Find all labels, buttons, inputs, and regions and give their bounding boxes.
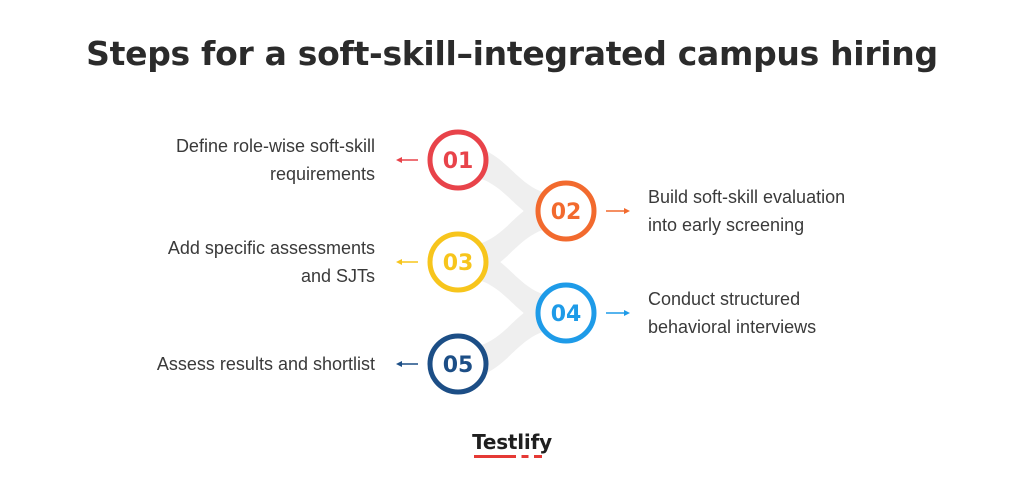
step-label-line: Conduct structured [648, 289, 801, 309]
step-circle [427, 129, 489, 191]
step-label-line: and SJTs [300, 266, 375, 286]
step-05: 05 [396, 333, 489, 395]
step-number: 02 [551, 200, 582, 225]
logo-text: Testlify [472, 430, 552, 454]
step-04: 04 [535, 282, 630, 344]
step-label-05: Assess results and shortlist [157, 350, 375, 378]
step-01: 01 [396, 129, 489, 191]
step-circle [427, 333, 489, 395]
step-label-03: Add specific assessments and SJTs [168, 234, 375, 290]
step-circle [535, 282, 597, 344]
step-number: 01 [443, 149, 474, 174]
step-label-line: Assess results and shortlist [156, 354, 375, 374]
arrow-left-icon [396, 259, 418, 265]
page-title: Steps for a soft-skill–integrated campus… [86, 34, 938, 73]
testlify-logo: Testlify [0, 430, 1024, 458]
arrow-right-icon [606, 310, 630, 316]
step-label-line: Define role-wise soft-skill [175, 136, 375, 156]
step-label-01: Define role-wise soft-skill requirements [176, 132, 375, 188]
step-label-line: Add specific assessments [167, 238, 375, 258]
step-label-line: behavioral interviews [648, 317, 817, 337]
arrow-left-icon [396, 361, 418, 367]
step-label-04: Conduct structured behavioral interviews [648, 285, 816, 341]
arrow-left-icon [396, 157, 418, 163]
step-label-line: Build soft-skill evaluation [648, 187, 846, 207]
step-label-line: requirements [269, 164, 375, 184]
step-02: 02 [535, 180, 630, 242]
step-03: 03 [396, 231, 489, 293]
arrow-right-icon [606, 208, 630, 214]
step-circle [427, 231, 489, 293]
step-label-line: into early screening [648, 215, 805, 235]
step-circle [535, 180, 597, 242]
logo-underline [474, 455, 542, 458]
step-number: 03 [443, 251, 474, 276]
step-label-02: Build soft-skill evaluation into early sc… [648, 183, 845, 239]
step-number: 05 [443, 353, 474, 378]
step-number: 04 [551, 302, 582, 327]
